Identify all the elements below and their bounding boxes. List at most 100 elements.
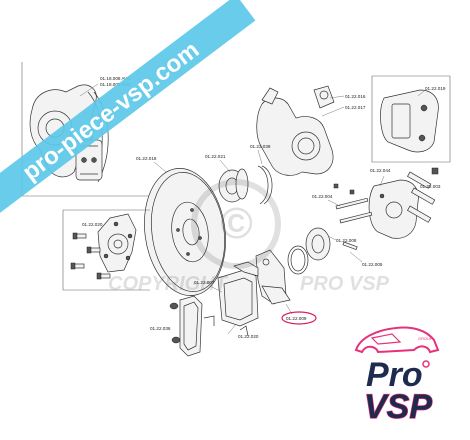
- leader-01-22-008: [327, 235, 337, 241]
- leader-01-22-016: [329, 95, 345, 99]
- brake-pad-outer-lining: [223, 277, 253, 321]
- logo-vsp-text: VSP: [364, 388, 432, 426]
- bleed-screw: [342, 241, 358, 251]
- knuckle-steering-arm: [261, 87, 279, 105]
- leader-01-22-004: [327, 199, 341, 207]
- inset-caliper-assembly: 01.22.019: [371, 75, 451, 163]
- copyright-text: COPYRIGHT: [108, 273, 229, 295]
- brake-pad-inner-lining: [183, 301, 199, 351]
- knuckle-bore-inner: [297, 137, 315, 155]
- hub-flange-hole-3: [125, 255, 131, 261]
- disc-outer: [144, 168, 226, 296]
- copyright-circle: [191, 179, 281, 269]
- banner-stripe: [0, 0, 256, 226]
- caliper-bolt-2: [411, 187, 436, 205]
- caliper-bolt: [407, 171, 432, 189]
- label-01-22-021: 01.22.021: [205, 154, 226, 159]
- guide-pin: [335, 197, 369, 210]
- piston-seal: [287, 245, 309, 275]
- hub-flange-hole-2: [127, 233, 133, 239]
- provsp-logo: GROUP Pro VSP: [354, 326, 440, 427]
- pad-clip-2: [239, 325, 249, 337]
- label-01-22-005: 01.22.005: [362, 262, 383, 267]
- knuckle-body: [256, 97, 334, 176]
- pin-small-2: [349, 189, 355, 195]
- label-01-22-036: 01.22.036: [150, 326, 171, 331]
- caliper-bolt-head: [431, 167, 439, 175]
- disc-stud-hole-4: [186, 252, 190, 256]
- caliper-bolt-3: [407, 205, 432, 223]
- wheel-bearing-side: [235, 168, 249, 200]
- knuckle-upper-hole: [319, 90, 329, 100]
- logo-dot-icon: [422, 360, 430, 368]
- leader-01-22-039: [257, 149, 263, 165]
- caliper-nipple: [379, 193, 385, 199]
- wheel-bearing-group: 01.22.021 01.22.039: [205, 144, 273, 205]
- guide-pin-2: [339, 211, 373, 224]
- inset-caliper-bolt-2: [418, 134, 426, 142]
- knuckle-upper-arm: [313, 85, 335, 109]
- pin-small: [333, 183, 339, 189]
- leader-01-22-019: [417, 90, 425, 97]
- disc-stud-hole-2: [176, 228, 180, 232]
- label-01-22-003: 01.22.003: [420, 184, 441, 189]
- label-01-18-008: 01.18.008 AVG: [100, 76, 131, 81]
- inset-hub-flange: 01.22.020: [62, 209, 150, 291]
- label-01-22-009: 01.22.009: [286, 316, 307, 321]
- pins-group: 01.22.004: [312, 183, 373, 224]
- leader-01-22-005: [349, 251, 363, 263]
- pad-pin-2: [171, 336, 181, 344]
- stud-head-2: [86, 246, 92, 254]
- hub-flange-hole: [113, 221, 119, 227]
- piston: [305, 227, 331, 261]
- disc-hat: [171, 201, 209, 263]
- label-01-22-007: 01.22.007: [194, 280, 215, 285]
- leader-01-18-008: [79, 83, 99, 97]
- leader-01-22-020-b: [227, 323, 237, 335]
- logo-car-window: [370, 333, 402, 345]
- circlip: [257, 165, 269, 205]
- label-01-22-039: 01.22.039: [250, 144, 271, 149]
- label-01-22-017: 01.22.017: [345, 105, 366, 110]
- disc-stud-hole-3: [198, 236, 202, 240]
- stud-head-4: [96, 272, 102, 280]
- inset-caliper-bolt: [420, 104, 428, 112]
- brake-pad-inner: [179, 295, 203, 357]
- piston-seal-inner: [290, 248, 306, 272]
- pad-clip: [203, 315, 215, 326]
- label-01-22-019: 01.22.019: [425, 86, 446, 91]
- steering-knuckle: 01.22.016 01.22.017: [256, 85, 366, 176]
- pad-pin: [169, 302, 179, 310]
- disc-outer-2: [151, 172, 225, 292]
- leader-01-22-007: [209, 285, 223, 293]
- label-01-22-016: 01.22.016: [345, 94, 366, 99]
- watermark: © COPYRIGHT PRO VSP: [108, 179, 390, 295]
- logo-car-outline: [354, 326, 440, 354]
- hub-flange-hole-4: [103, 253, 109, 259]
- inset-caliper-border: [371, 75, 451, 163]
- part-01-22-009: [261, 285, 291, 305]
- stud-3: [73, 263, 85, 269]
- stud: [75, 233, 87, 239]
- stud-head-3: [70, 262, 76, 270]
- piston-inner: [311, 234, 325, 254]
- wheel-studs: [70, 232, 111, 280]
- stud-2: [89, 247, 101, 253]
- brake-pads: 01.22.007 01.22.020: [194, 261, 259, 339]
- label-01-22-018: 01.22.018: [136, 156, 157, 161]
- caliper-bore: [385, 201, 403, 219]
- disc-stud-hole: [190, 208, 194, 212]
- pad-spring: [233, 261, 259, 277]
- leader-01-22-017: [321, 106, 345, 117]
- knuckle-bore: [291, 131, 321, 161]
- inset-caliper-pad: [391, 103, 411, 139]
- inset-bolt-2: [91, 157, 97, 163]
- inset-bolt: [81, 157, 87, 163]
- leader-01-22-044: [379, 175, 385, 187]
- bracket-hole: [262, 258, 270, 266]
- logo-group-text: GROUP: [418, 336, 433, 341]
- circlip-2: [261, 165, 273, 205]
- leader-01-22-009: [285, 303, 293, 315]
- inset-caliper-body: [380, 89, 439, 153]
